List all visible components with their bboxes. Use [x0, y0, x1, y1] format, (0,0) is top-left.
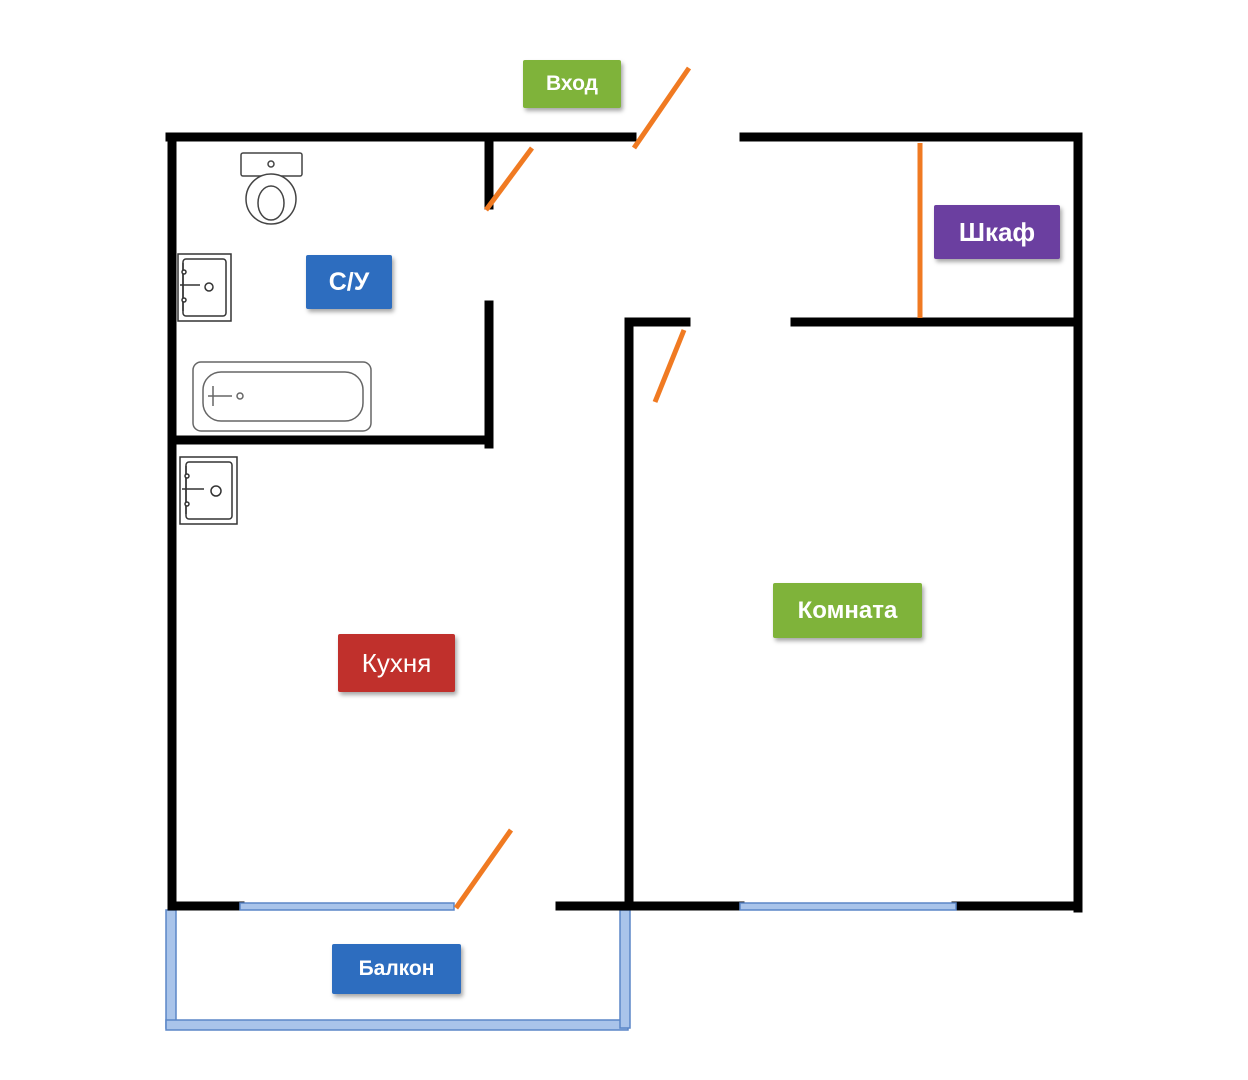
- bathtub-icon: [192, 361, 372, 432]
- room-window: [739, 902, 957, 911]
- sink-icon: [177, 253, 232, 322]
- entrance-label: Вход: [523, 60, 621, 108]
- walls: [165, 132, 1083, 913]
- balcony-door[interactable]: [453, 828, 514, 910]
- closet-label: Шкаф: [934, 205, 1060, 259]
- toilet-icon: [240, 152, 303, 225]
- kitchen-label: Кухня: [338, 634, 455, 692]
- entrance-door[interactable]: [631, 66, 692, 150]
- balcony-label: Балкон: [332, 944, 461, 994]
- bathroom-label: С/У: [306, 255, 392, 309]
- doors: [453, 66, 923, 910]
- room-label: Комната: [773, 583, 922, 638]
- bathroom-door[interactable]: [483, 146, 535, 212]
- room-door[interactable]: [652, 329, 687, 403]
- kitchen-window: [239, 902, 455, 911]
- kitchen-sink-icon: [179, 456, 238, 525]
